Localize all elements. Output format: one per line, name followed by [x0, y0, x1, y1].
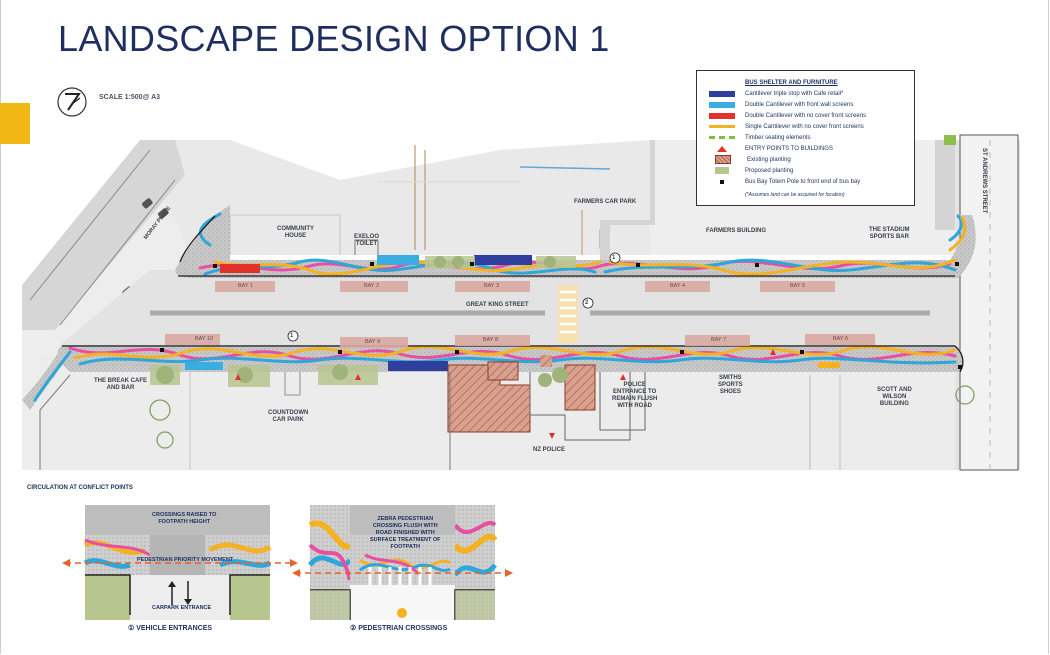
bay-label: BAY 5	[790, 283, 806, 289]
legend-item: Existing planting	[709, 155, 791, 164]
label-break-cafe: THE BREAK CAFE AND BAR	[94, 378, 148, 391]
bay-label: BAY 1	[238, 283, 254, 289]
legend-item: Double Cantilever with front wall screen…	[709, 100, 853, 109]
scale-label: SCALE 1:500@ A3	[99, 94, 161, 101]
vehicle-entrances-inset	[62, 505, 298, 620]
legend-label: Bus Bay Totem Pole to front end of bus b…	[745, 178, 861, 185]
legend-swatch	[709, 90, 735, 97]
label-great-king-street: GREAT KING STREET	[466, 302, 529, 308]
legend-item: Cantilever triple stop with Cafe retail*	[709, 89, 843, 98]
label-farmers-car-park: FARMERS CAR PARK	[574, 199, 637, 205]
legend-swatch	[709, 112, 735, 119]
label-crossings-raised: CROSSINGS RAISED TO FOOTPATH HEIGHT	[152, 512, 217, 525]
legend-item: Bus Bay Totem Pole to front end of bus b…	[709, 177, 860, 186]
label-community-house: COMMUNITY HOUSE	[277, 226, 314, 239]
legend-label: Double Cantilever with front wall screen…	[745, 101, 854, 108]
label-pedestrian-priority: PEDESTRIAN PRIORITY MOVEMENT	[137, 557, 234, 563]
accent-bar	[0, 103, 30, 144]
legend-swatch	[709, 125, 735, 128]
label-countdown-car-park: COUNTDOWN CAR PARK	[268, 410, 309, 423]
bay-label: BAY 3	[484, 283, 500, 289]
label-farmers-building: FARMERS BUILDING	[706, 228, 766, 234]
legend-label: Existing planting	[747, 156, 791, 163]
pedestrian-crossings-inset	[292, 505, 513, 620]
bay-label: BAY 8	[483, 337, 499, 343]
legend-item: Timber seating elements	[709, 133, 810, 142]
legend-item: ENTRY POINTS TO BUILDINGS	[709, 144, 833, 153]
bay-label: BAY 2	[364, 283, 380, 289]
label-smiths-sports-shoes: SMITHS SPORTS SHOES	[718, 375, 743, 395]
page-title: LANDSCAPE DESIGN OPTION 1	[58, 18, 610, 59]
label-scott-wilson-building: SCOTT AND WILSON BUILDING	[877, 387, 912, 407]
legend-note: (*Assumes land can be acquired for locat…	[745, 192, 845, 198]
legend-item: Proposed planting	[709, 166, 793, 175]
label-nz-police: NZ POLICE	[533, 447, 566, 453]
legend-label: Timber seating elements	[745, 134, 811, 141]
label-zebra-crossing: ZEBRA PEDESTRIAN CROSSING FLUSH WITH ROA…	[370, 516, 441, 550]
legend-label: Single Cantilever with no cover front sc…	[745, 123, 864, 130]
legend-swatch	[715, 167, 729, 174]
legend-swatch	[709, 136, 735, 139]
circulation-title: CIRCULATION AT CONFLICT POINTS	[27, 485, 133, 491]
entry-point-icon	[717, 145, 727, 152]
legend-swatch	[709, 101, 735, 108]
totem-icon	[720, 179, 724, 184]
legend-label: Cantilever triple stop with Cafe retail*	[745, 90, 844, 97]
label-carpark-entrance: CARPARK ENTRANCE	[152, 605, 212, 611]
label-stadium-sports-bar: THE STADIUM SPORTS BAR	[869, 227, 910, 240]
legend-label: Proposed planting	[745, 167, 794, 174]
legend-item: Double Cantilever with no cover front sc…	[709, 111, 866, 120]
bay-label: BAY 9	[365, 339, 381, 345]
bay-label: BAY 4	[670, 283, 686, 289]
site-plan	[22, 134, 1020, 471]
vehicle-entrances-caption: ① VEHICLE ENTRANCES	[128, 625, 213, 632]
bay-label: BAY 6	[833, 336, 849, 342]
pedestrian-crossings-caption: ② PEDESTRIAN CROSSINGS	[350, 625, 448, 632]
legend-label: ENTRY POINTS TO BUILDINGS	[745, 145, 833, 152]
label-police-entrance: POLICE ENTRANCE TO REMAIN FLUSH WITH ROA…	[612, 382, 658, 409]
legend: BUS SHELTER AND FURNITURE Cantilever tri…	[696, 70, 915, 206]
label-st-andrews-street: ST ANDREWS STREET	[981, 148, 987, 214]
legend-title: BUS SHELTER AND FURNITURE	[745, 80, 838, 86]
bay-label: BAY 7	[711, 337, 727, 343]
label-exeloo-toilet: EXELOO TOILET	[354, 234, 380, 247]
legend-swatch	[715, 155, 731, 164]
north-arrow-icon	[57, 87, 87, 117]
bay-label: BAY 10	[195, 336, 214, 342]
marker-1-north: 1	[612, 255, 616, 261]
legend-item: Single Cantilever with no cover front sc…	[709, 122, 864, 131]
legend-label: Double Cantilever with no cover front sc…	[745, 112, 867, 119]
marker-2-crossing: 2	[585, 300, 589, 306]
marker-1-south: 1	[290, 333, 294, 339]
